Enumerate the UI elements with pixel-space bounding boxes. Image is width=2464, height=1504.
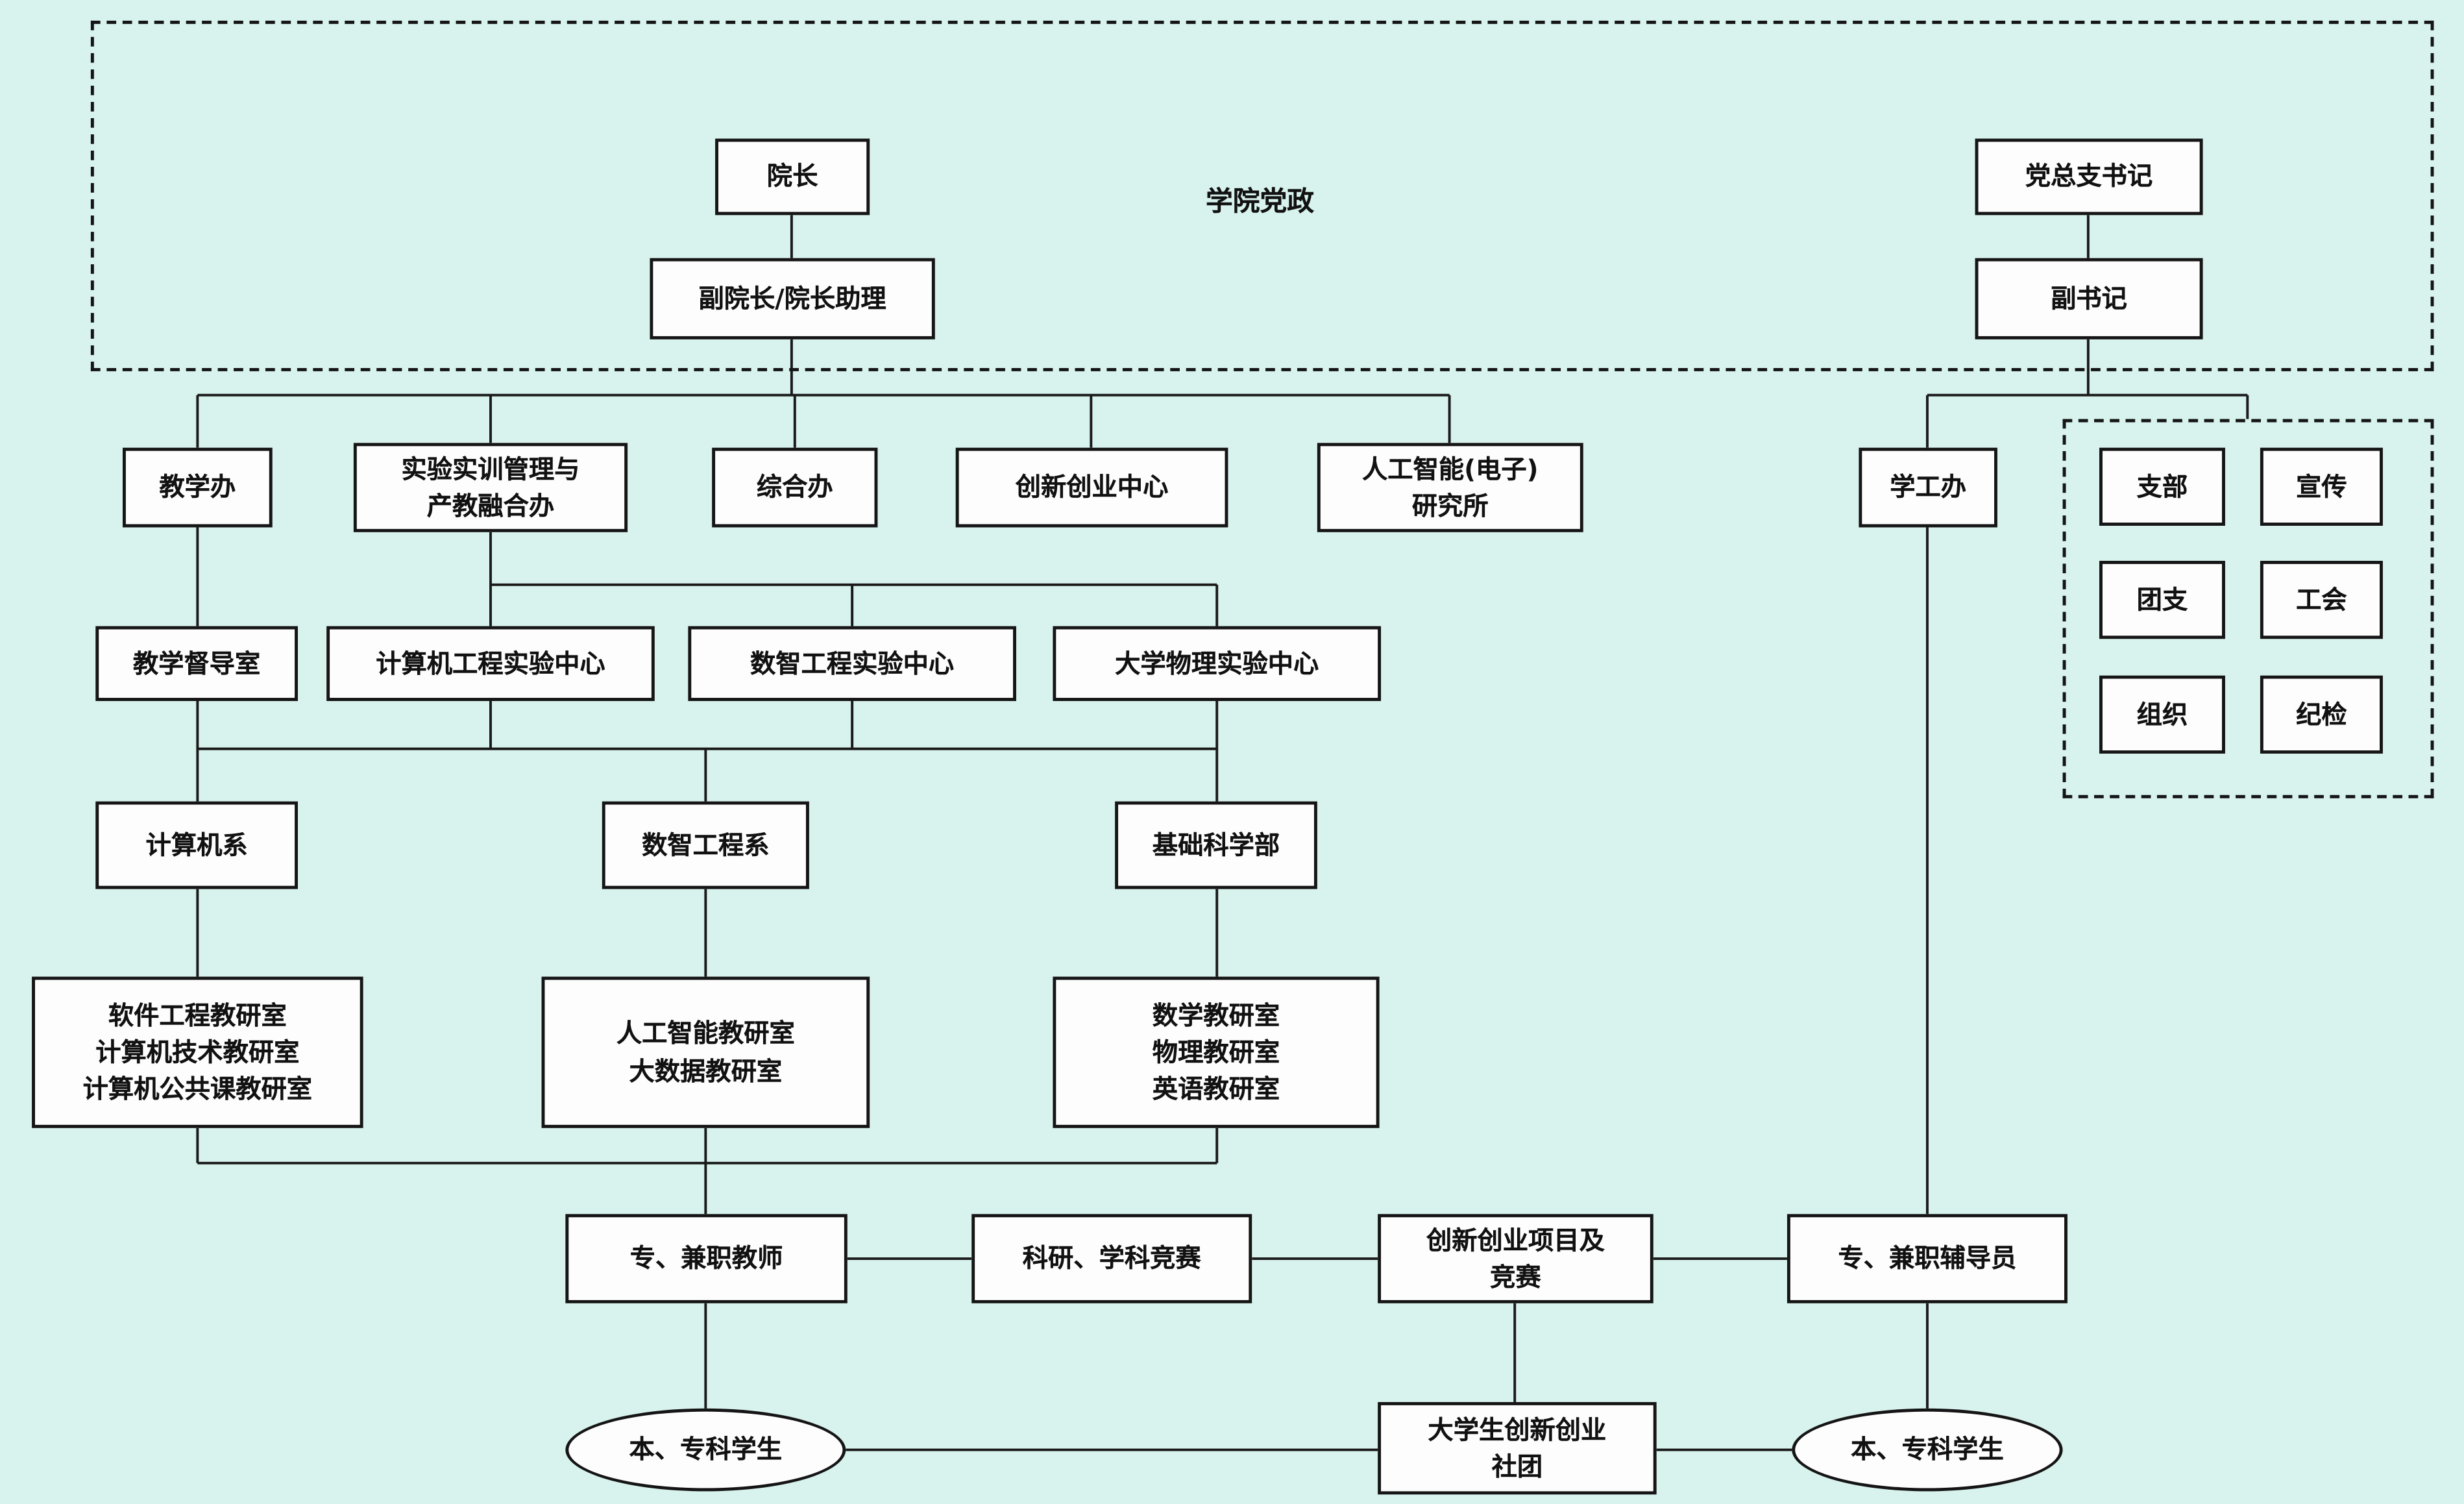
node-youth-league: 团支 (2099, 560, 2225, 639)
node-propaganda: 宣传 (2260, 447, 2383, 526)
node-dean: 院长 (715, 138, 870, 216)
node-organization: 组织 (2099, 675, 2225, 754)
node-digital-eng-dept: 数智工程系 (602, 801, 809, 889)
diagram-title: 学院党政 (1206, 186, 1314, 219)
node-research-competition: 科研、学科竞赛 (971, 1214, 1252, 1303)
node-discipline: 纪检 (2260, 675, 2383, 754)
node-innovation-center: 创新创业中心 (955, 447, 1228, 528)
node-students-left: 本、专科学生 (565, 1408, 846, 1492)
node-students-right: 本、专科学生 (1792, 1408, 2063, 1492)
node-party-branch: 支部 (2099, 447, 2225, 526)
party-groups-dashed-region (2062, 419, 2434, 798)
node-counselors: 专、兼职辅导员 (1787, 1214, 2068, 1303)
node-science-teaching-groups: 数学教研室 物理教研室 英语教研室 (1053, 976, 1380, 1128)
node-ai-teaching-groups: 人工智能教研室 大数据教研室 (541, 976, 870, 1128)
node-computer-dept: 计算机系 (95, 801, 298, 889)
node-party-secretary: 党总支书记 (1975, 138, 2203, 216)
node-teaching-office: 教学办 (122, 447, 273, 528)
node-deputy-secretary: 副书记 (1975, 258, 2203, 339)
node-innovation-projects: 创新创业项目及 竞赛 (1378, 1214, 1653, 1303)
college-leadership-dashed-region (90, 20, 2434, 371)
node-vice-dean: 副院长/院长助理 (650, 258, 935, 339)
node-teachers: 专、兼职教师 (565, 1214, 848, 1303)
node-ai-institute: 人工智能(电子) 研究所 (1317, 443, 1583, 532)
node-computer-teaching-groups: 软件工程教研室 计算机技术教研室 计算机公共课教研室 (32, 976, 363, 1128)
node-general-office: 综合办 (712, 447, 878, 528)
node-physics-lab-center: 大学物理实验中心 (1053, 626, 1382, 701)
node-supervision-office: 教学督导室 (95, 626, 298, 701)
node-computer-lab-center: 计算机工程实验中心 (326, 626, 655, 701)
node-innovation-club: 大学生创新创业 社团 (1378, 1401, 1657, 1495)
node-digital-lab-center: 数智工程实验中心 (688, 626, 1016, 701)
node-basic-science-dept: 基础科学部 (1115, 801, 1317, 889)
node-labor-union: 工会 (2260, 560, 2383, 639)
node-lab-training-office: 实验实训管理与 产教融合办 (353, 443, 628, 532)
node-student-affairs-office: 学工办 (1859, 447, 1997, 528)
